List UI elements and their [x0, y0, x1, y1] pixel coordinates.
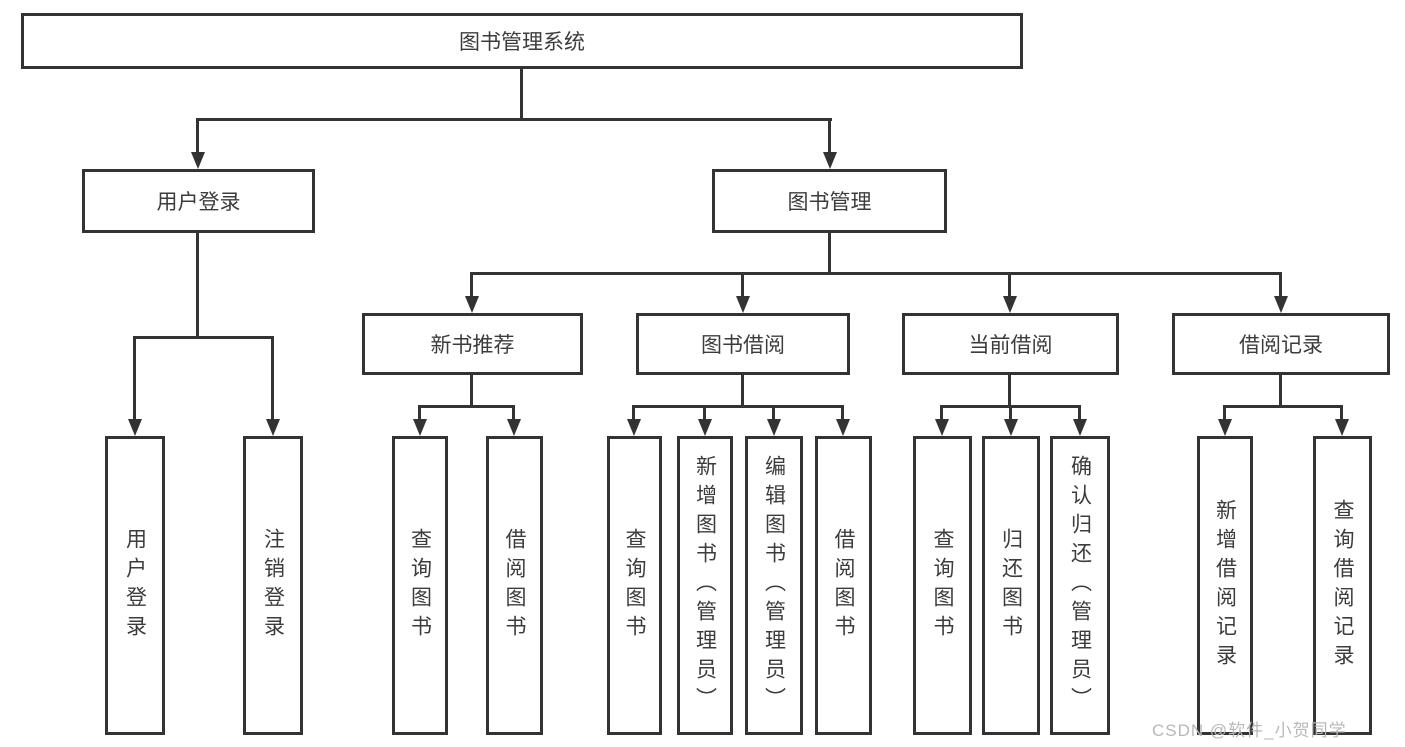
leaf-cb-return-books: 归还图书	[982, 436, 1040, 735]
connector-currentborrow-stem	[1008, 375, 1011, 405]
leaf-bb-borrow-books: 借阅图书	[815, 436, 872, 735]
connector-root-branch	[196, 118, 832, 121]
connector-bookmgmt-stem	[828, 233, 831, 272]
leaf-logout: 注销登录	[243, 436, 303, 735]
leaf-bb-query-books: 查询图书	[607, 436, 662, 735]
connector-userlogin-drop-1	[133, 336, 136, 419]
connector-currentborrow-drop-1	[940, 405, 943, 419]
arrowhead-bb-borrow	[836, 419, 850, 436]
connector-root-drop-right	[828, 118, 831, 152]
connector-records-drop-2	[1340, 405, 1343, 419]
leaf-nb-query-books: 查询图书	[392, 436, 448, 735]
connector-records-drop-1	[1223, 405, 1226, 419]
connector-userlogin-stem	[196, 233, 199, 336]
connector-bookmgmt-drop-4	[1279, 272, 1282, 296]
node-book-borrow: 图书借阅	[636, 313, 850, 375]
connector-records-branch	[1223, 405, 1343, 408]
node-book-management: 图书管理	[712, 169, 947, 233]
connector-userlogin-branch	[133, 336, 274, 339]
leaf-user-login: 用户登录	[105, 436, 165, 735]
connector-newbooks-drop-1	[418, 405, 421, 419]
connector-root-stem	[520, 69, 523, 118]
leaf-rec-query-record: 查询借阅记录	[1313, 436, 1372, 735]
arrowhead-book-borrow	[736, 296, 750, 313]
connector-bookborrow-drop-2	[703, 405, 706, 419]
connector-bookborrow-drop-1	[632, 405, 635, 419]
arrowhead-user-login	[191, 152, 205, 169]
connector-bookborrow-drop-3	[772, 405, 775, 419]
arrowhead-cb-query	[935, 419, 949, 436]
arrowhead-rec-query	[1335, 419, 1349, 436]
connector-bookmgmt-drop-2	[741, 272, 744, 296]
connector-bookmgmt-branch	[470, 272, 1282, 275]
connector-newbooks-branch	[418, 405, 515, 408]
arrowhead-bb-edit	[767, 419, 781, 436]
connector-bookmgmt-drop-1	[470, 272, 473, 296]
connector-userlogin-drop-2	[271, 336, 274, 419]
leaf-rec-add-record: 新增借阅记录	[1197, 436, 1253, 735]
connector-newbooks-stem	[470, 375, 473, 405]
connector-bookborrow-stem	[741, 375, 744, 405]
arrowhead-cb-confirm	[1073, 419, 1087, 436]
arrowhead-cb-return	[1004, 419, 1018, 436]
connector-bookborrow-branch	[632, 405, 844, 408]
connector-currentborrow-drop-3	[1078, 405, 1081, 419]
arrowhead-leaf-login	[128, 419, 142, 436]
leaf-bb-add-books-admin: 新增图书（管理员）	[677, 436, 733, 735]
arrowhead-nb-query	[413, 419, 427, 436]
arrowhead-new-books	[465, 296, 479, 313]
arrowhead-rec-add	[1218, 419, 1232, 436]
leaf-bb-edit-books-admin: 编辑图书（管理员）	[745, 436, 803, 735]
arrowhead-bb-query	[627, 419, 641, 436]
arrowhead-current-borrow	[1003, 296, 1017, 313]
connector-currentborrow-drop-2	[1009, 405, 1012, 419]
connector-newbooks-drop-2	[512, 405, 515, 419]
arrowhead-bb-add	[698, 419, 712, 436]
arrowhead-borrow-records	[1274, 296, 1288, 313]
node-new-book-recommend: 新书推荐	[362, 313, 583, 375]
connector-root-drop-left	[196, 118, 199, 152]
csdn-watermark: CSDN @软件_小贺同学	[1152, 721, 1347, 740]
node-user-login: 用户登录	[82, 169, 315, 233]
connector-bookmgmt-drop-3	[1008, 272, 1011, 296]
connector-bookborrow-drop-4	[841, 405, 844, 419]
node-borrow-records: 借阅记录	[1172, 313, 1390, 375]
leaf-cb-query-books: 查询图书	[913, 436, 972, 735]
leaf-cb-confirm-return-admin: 确认归还（管理员）	[1050, 436, 1110, 735]
connector-records-stem	[1279, 375, 1282, 405]
arrowhead-nb-borrow	[507, 419, 521, 436]
arrowhead-book-mgmt	[823, 152, 837, 169]
node-current-borrow: 当前借阅	[902, 313, 1119, 375]
arrowhead-leaf-logout	[266, 419, 280, 436]
node-root-system: 图书管理系统	[21, 13, 1023, 69]
leaf-nb-borrow-books: 借阅图书	[486, 436, 543, 735]
